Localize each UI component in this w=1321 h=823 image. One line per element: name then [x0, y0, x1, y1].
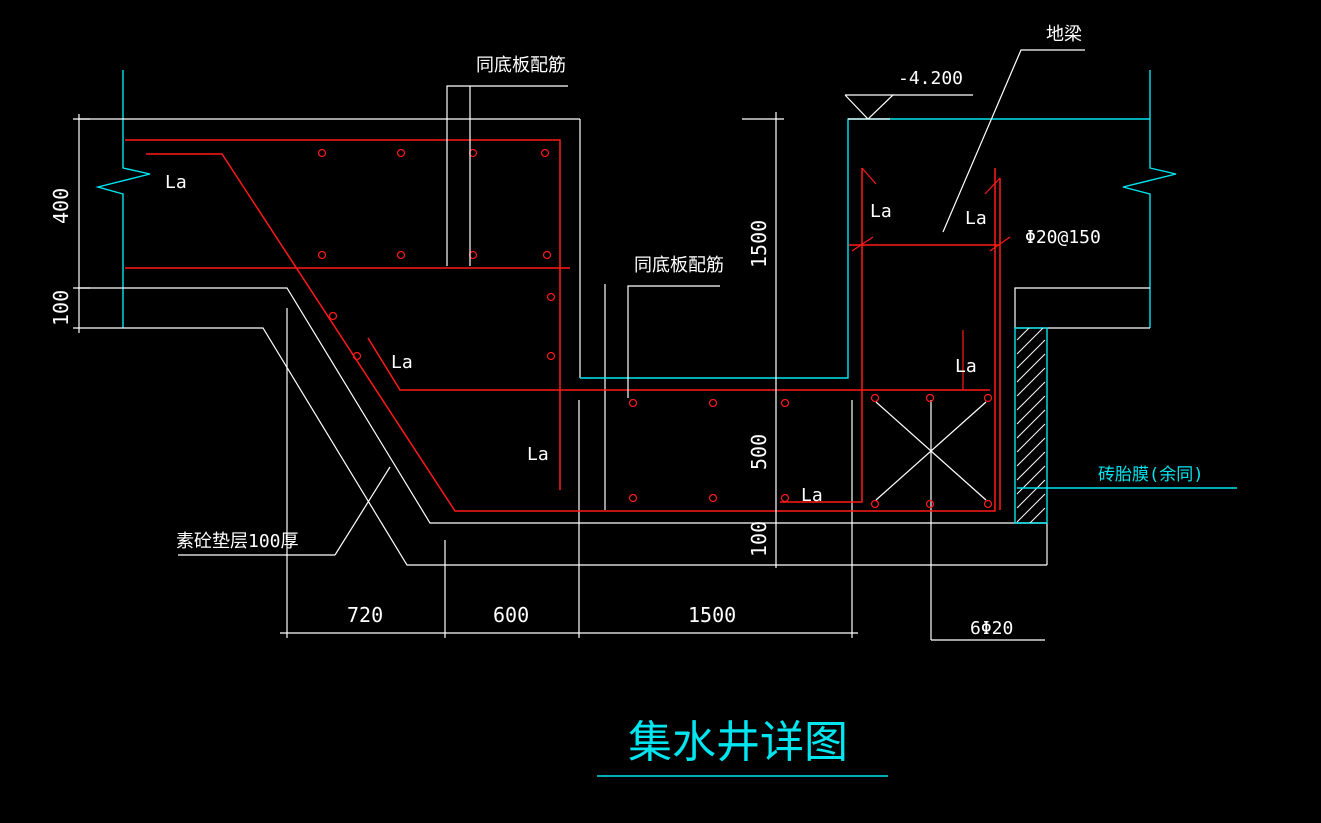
- label-brick-form: 砖胎膜(余同): [1098, 465, 1203, 485]
- dim-left-400: 400: [49, 188, 73, 224]
- rebar-section-circle: [780, 493, 790, 503]
- dimension-lines: [73, 112, 858, 634]
- anchor-label: La: [870, 201, 892, 222]
- labels: 同底板配筋 同底板配筋 地梁 -4.200 Φ20@150 砖胎膜(余同) 素砼…: [49, 24, 1203, 639]
- rebar-section-circle: [396, 250, 406, 260]
- hatch-line: [1016, 437, 1046, 467]
- hatch-line: [1016, 339, 1046, 369]
- hatch-line: [1016, 328, 1030, 341]
- anchor-label: La: [801, 485, 823, 506]
- rebar: [125, 139, 1011, 512]
- concrete-outline: [78, 118, 1150, 641]
- hatch-line: [1016, 465, 1046, 495]
- rebar-section-circle: [870, 393, 880, 403]
- rebar-section-circle: [628, 493, 638, 503]
- anchor-label: La: [965, 208, 987, 229]
- rebar-section-circle: [708, 493, 718, 503]
- hatch-line: [1016, 479, 1046, 509]
- rebar-section-circle: [540, 148, 550, 158]
- left-break-line: [95, 70, 151, 328]
- hatch-line: [1016, 328, 1044, 355]
- rebar-section-circle: [870, 499, 880, 509]
- dim-bottom-1500: 1500: [688, 603, 736, 627]
- label-same-as-slab-top: 同底板配筋: [476, 55, 566, 76]
- brick-form-hatch: [1014, 327, 1048, 524]
- anchor-label: La: [391, 352, 413, 373]
- rebar-section-circle: [983, 393, 993, 403]
- hatch-line: [1016, 367, 1046, 397]
- rebar-section-circle: [396, 148, 406, 158]
- hatch-line: [1016, 353, 1046, 383]
- rebar-sections: [317, 148, 993, 509]
- rebar-section-circle: [925, 499, 935, 509]
- hatch-line: [1016, 451, 1046, 481]
- rebar-section-circle: [328, 311, 338, 321]
- rebar-section-circle: [780, 398, 790, 408]
- rebar-section-circle: [546, 292, 556, 302]
- dim-mid-100: 100: [747, 521, 771, 557]
- hatch-line: [1029, 507, 1046, 523]
- rebar-section-circle: [352, 351, 362, 361]
- label-plain-concrete-bed: 素砼垫层100厚: [176, 531, 299, 552]
- label-ground-beam: 地梁: [1046, 24, 1082, 45]
- rebar-section-circle: [708, 398, 718, 408]
- label-elevation: -4.200: [898, 68, 963, 89]
- beam-cross: [875, 401, 987, 501]
- rebar-section-circle: [542, 250, 552, 260]
- label-same-as-slab-mid: 同底板配筋: [634, 255, 724, 276]
- rebar-section-circle: [317, 148, 327, 158]
- rebar-section-circle: [983, 499, 993, 509]
- leader-lines: [446, 49, 1237, 489]
- hatch-line: [1016, 395, 1046, 425]
- dim-bottom-720: 720: [347, 603, 383, 627]
- dim-mid-1500: 1500: [747, 220, 771, 268]
- drawing-title: 集水井详图: [597, 717, 888, 777]
- rebar-section-circle: [546, 351, 556, 361]
- anchor-label: La: [165, 172, 187, 193]
- hatch-line: [1016, 423, 1046, 453]
- label-corner-bars: 6Φ20: [970, 618, 1013, 639]
- right-break-line: [1122, 70, 1177, 328]
- anchor-label: La: [955, 356, 977, 377]
- rebar-section-circle: [317, 250, 327, 260]
- rebar-section-circle: [925, 393, 935, 403]
- label-stirrup-spec: Φ20@150: [1025, 227, 1101, 248]
- title-text: 集水井详图: [628, 717, 848, 768]
- hatch-line: [1016, 409, 1046, 439]
- dim-bottom-600: 600: [493, 603, 529, 627]
- dim-mid-500: 500: [747, 434, 771, 470]
- dim-left-100: 100: [49, 290, 73, 326]
- anchor-label: La: [527, 444, 549, 465]
- rebar-section-circle: [628, 398, 638, 408]
- hatch-line: [1016, 381, 1046, 411]
- hatch-line: [1016, 493, 1046, 523]
